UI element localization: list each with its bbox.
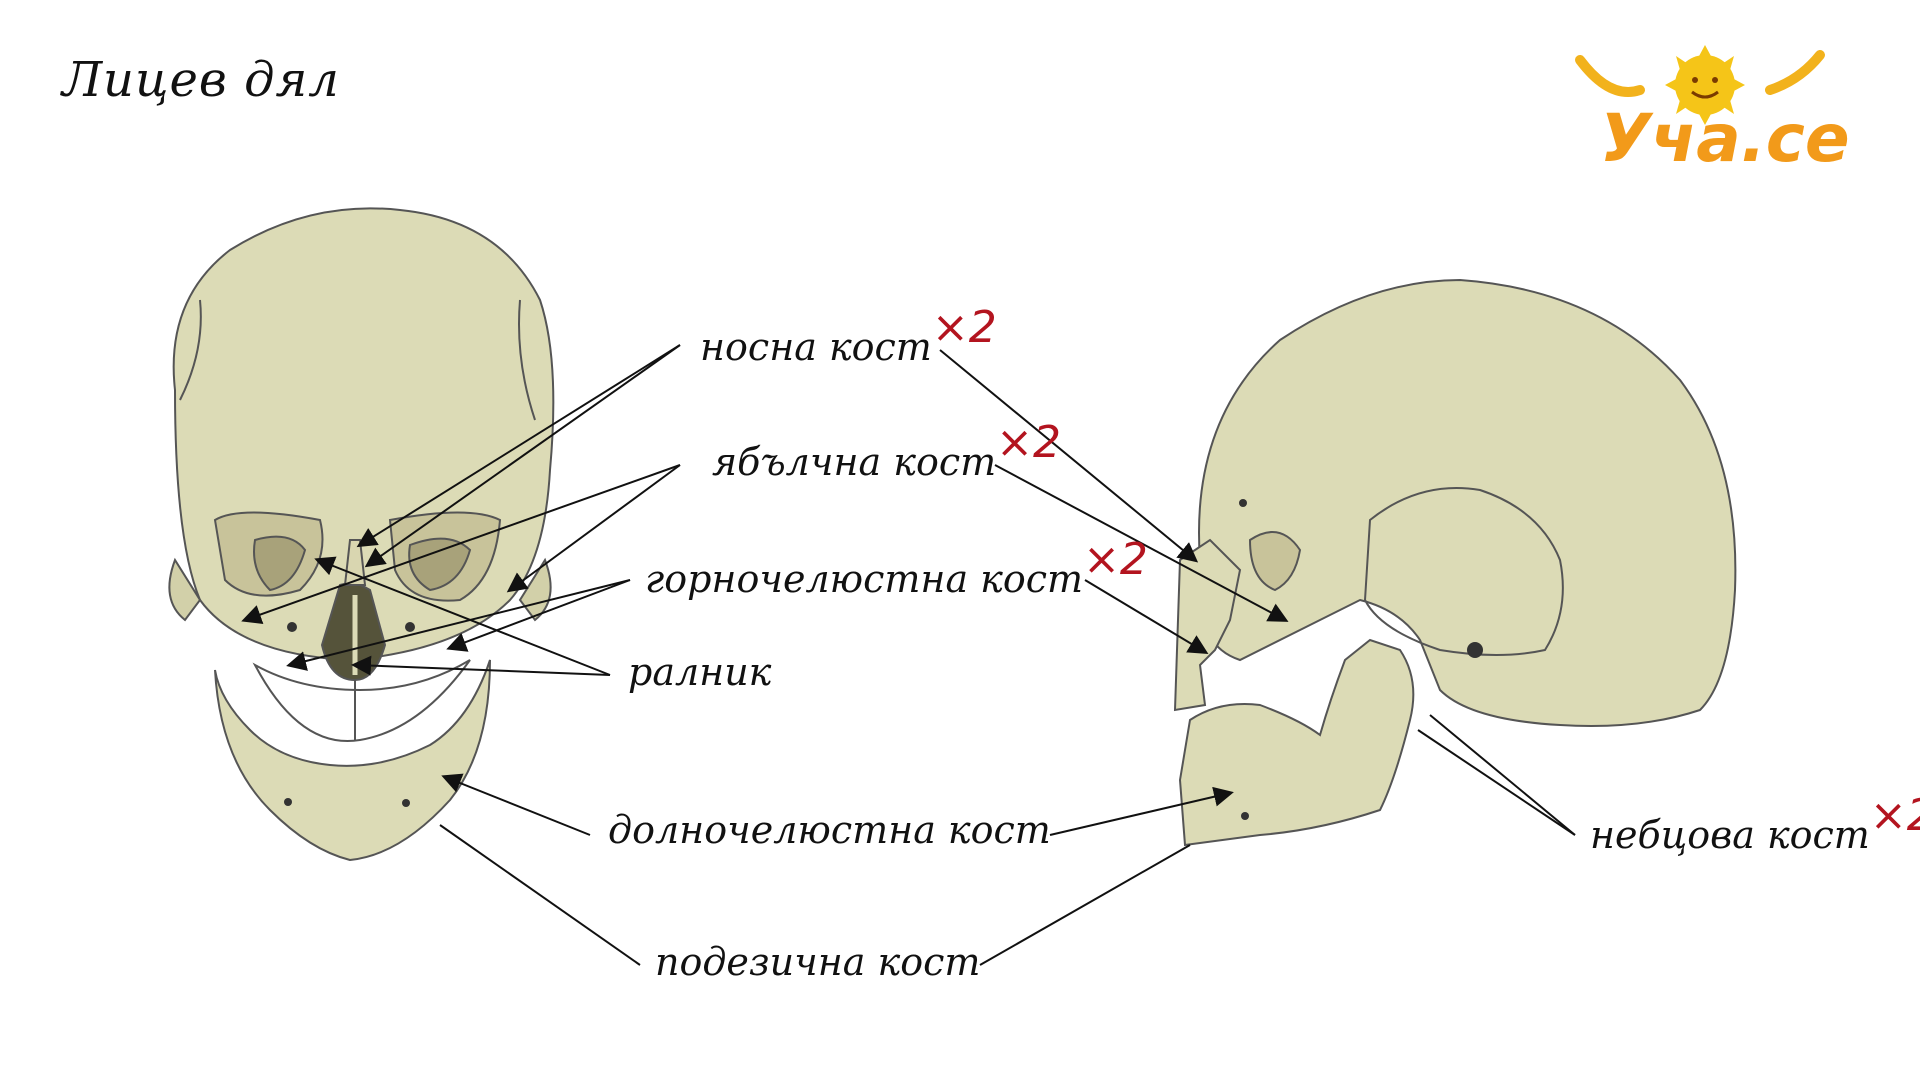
page-title: Лицев дял [62,52,340,108]
label-mandible-text: долночелюстна кост [608,808,1051,852]
side-skull [1173,278,1737,847]
label-palatine-text: небцова кост [1590,813,1870,857]
multiplier-palatine: ×2 [1869,790,1920,841]
label-mandible-bone: долночелюстна кост [608,808,1051,852]
multiplier-maxilla: ×2 [1083,534,1148,585]
label-vomer-bone: ралник [628,650,771,694]
label-nasal-text: носна кост [700,325,932,369]
label-palatine-bone: небцова кост×2 [1590,790,1920,859]
logo-sun-icon [1575,45,1825,125]
label-vomer-text: ралник [628,650,772,694]
label-nasal-bone: носна кост×2 [700,302,997,371]
label-maxilla-text: горночелюстна кост [645,557,1084,601]
multiplier-zygomatic: ×2 [996,417,1062,468]
multiplier-nasal: ×2 [931,302,997,353]
label-maxilla-bone: горночелюстна кост×2 [645,534,1148,603]
label-hyoid-text: подезична кост [655,940,981,984]
logo-text: Уча.се [1600,100,1850,177]
label-zygomatic-text: ябълчна кост [712,440,997,484]
label-hyoid-bone: подезична кост [655,940,980,984]
label-zygomatic-bone: ябълчна кост×2 [712,417,1061,486]
front-skull [168,207,555,862]
